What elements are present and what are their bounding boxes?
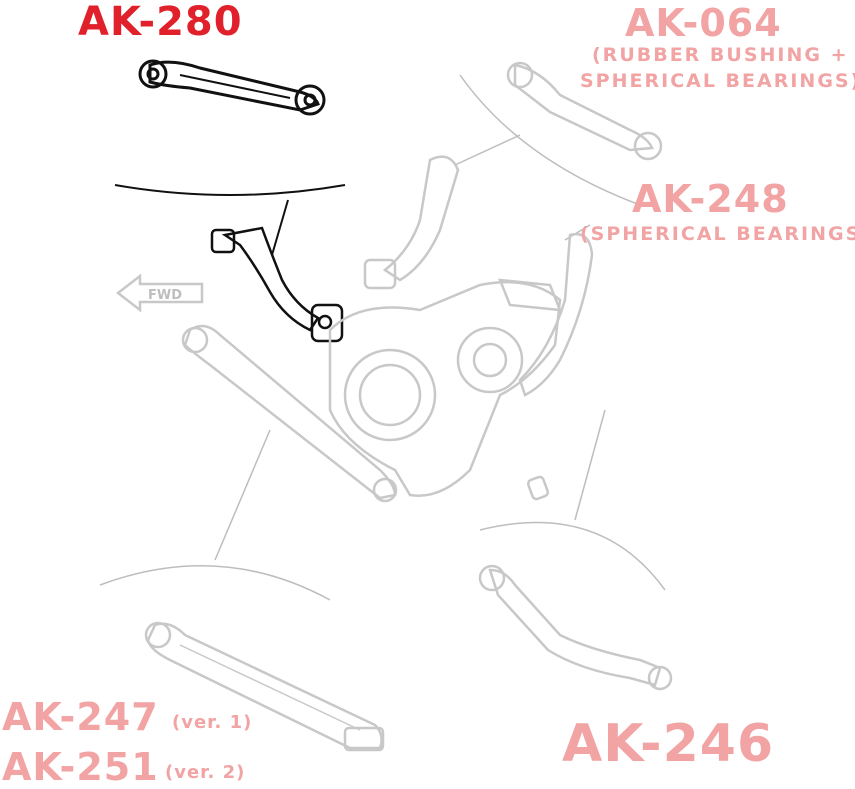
label-ak251: AK-251 [2, 745, 159, 789]
ak247-arm-body [146, 622, 383, 750]
ak064-bushing-left [506, 61, 534, 89]
label-ak280: AK-280 [78, 0, 243, 45]
hub-outer [343, 348, 437, 442]
label-ak247-ver: (ver. 1) [172, 712, 253, 733]
ak064-bushing-right [633, 131, 663, 161]
ak247-bushing [144, 621, 172, 649]
knuckle-top-bracket [498, 278, 562, 312]
ak246-arm-body [488, 568, 662, 687]
loose-bushing [526, 475, 550, 501]
ak246-bushing-right [647, 665, 673, 691]
ak280-bushing-right [294, 84, 326, 116]
leader-ak247 [214, 429, 271, 561]
ak280-assembly-bolt [317, 314, 333, 330]
label-ak248-note: (SPHERICAL BEARINGS) [580, 223, 855, 245]
label-ak248: AK-248 [632, 177, 789, 221]
callout-ak280 [114, 184, 346, 256]
ak280-bushing-left [138, 59, 168, 89]
callout-arc-ak280 [114, 184, 346, 196]
ak248-arm-upper [382, 155, 460, 282]
ak064-arm-body [513, 63, 654, 152]
knuckle-body [328, 280, 562, 497]
ak280-arm-web [179, 74, 291, 99]
knuckle-bore-outer [456, 326, 524, 394]
leader-ak064 [454, 134, 521, 166]
ak248-bushing [363, 258, 397, 290]
ak280-bushing-right-inner [303, 93, 317, 107]
fwd-label: FWD [148, 288, 182, 303]
label-ak247: AK-247 [2, 695, 159, 739]
ak280-assembly-bushing-top [210, 228, 236, 254]
ak246-bushing-left [478, 564, 506, 592]
leader-ak246 [574, 409, 606, 521]
label-ak064-note-2: SPHERICAL BEARINGS) [580, 70, 855, 92]
lower-arm-bushing-left [181, 326, 209, 354]
lower-arm-bushing-right [372, 477, 398, 503]
callout-arc-ak247 [99, 564, 331, 601]
ak248-arm-right [518, 232, 594, 397]
ak064-arm-detail [506, 61, 663, 161]
ak280-arm-assembly [210, 226, 344, 343]
ak280-bushing-left-inner [146, 67, 160, 81]
leader-ak280 [271, 199, 289, 256]
fwd-arrow-shape [115, 273, 204, 313]
ak247-arm-detail [144, 621, 385, 752]
ak280-assembly-bushing-bottom [310, 303, 344, 343]
label-ak064-note-1: (RUBBER BUSHING + [592, 44, 849, 66]
hub-inner [358, 363, 422, 427]
knuckle-bore-inner [472, 342, 508, 378]
ak280-assembly-body [221, 226, 320, 332]
fwd-arrow [115, 273, 204, 313]
callout-arcs [99, 74, 666, 601]
lower-arm-body [183, 324, 397, 500]
label-ak064: AK-064 [625, 1, 782, 45]
knuckle-hub [328, 278, 562, 501]
callout-arc-ak064 [459, 74, 641, 206]
ak248-arm-assembly [363, 155, 594, 397]
callout-arc-ak246 [479, 521, 666, 591]
ak280-arm-detail [138, 59, 326, 116]
ak246-arm-detail [478, 564, 673, 691]
label-ak246: AK-246 [562, 714, 775, 774]
label-ak251-ver: (ver. 2) [165, 762, 246, 783]
ak247-arm-web [179, 644, 361, 731]
ak247-clevis [343, 726, 385, 752]
lower-arm-assembly [181, 324, 398, 503]
